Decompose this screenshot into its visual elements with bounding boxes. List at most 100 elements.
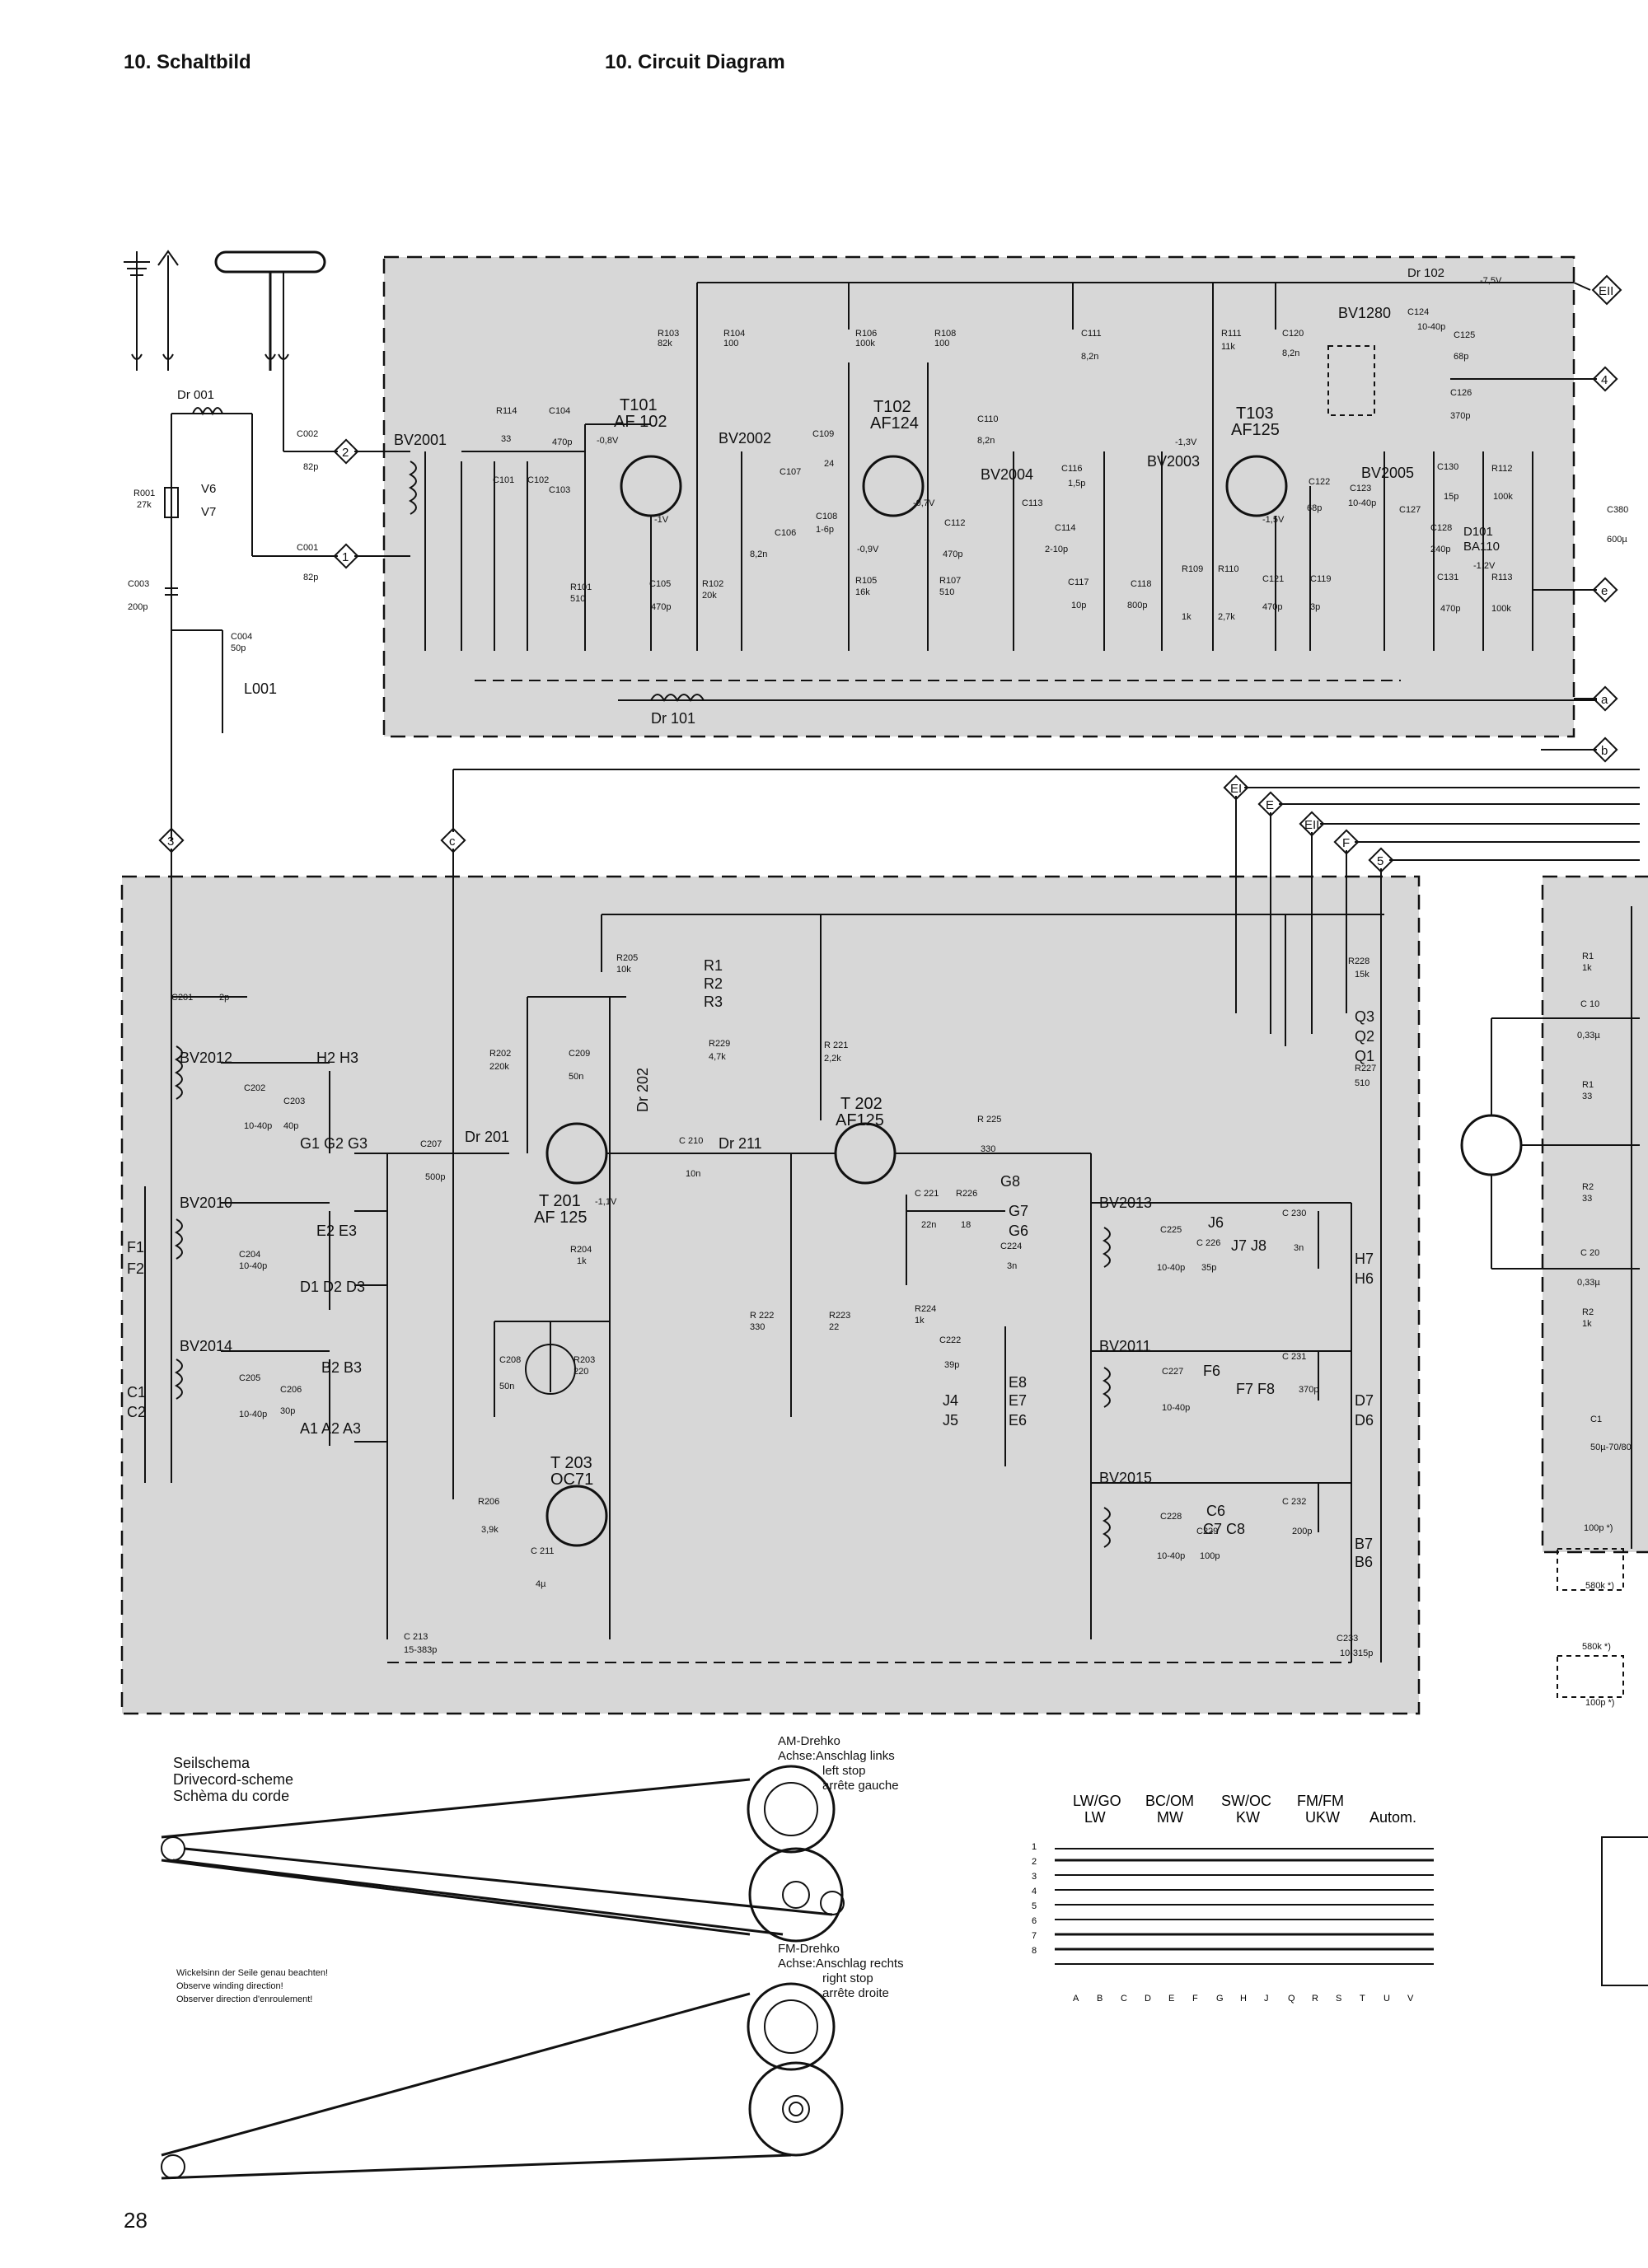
svg-text:C119: C119 — [1310, 574, 1331, 584]
row-label: 1 — [1032, 1842, 1037, 1852]
fm-module-wiring: T101 AF 102 T102 AF124 T103 AF125 BV2001… — [354, 266, 1628, 751]
svg-text:C124: C124 — [1407, 307, 1429, 317]
svg-text:C004: C004 — [231, 632, 252, 642]
svg-text:-1,2V: -1,2V — [1473, 561, 1496, 571]
svg-text:3: 3 — [167, 835, 174, 849]
winding-note-en: Observe winding direction! — [176, 1981, 283, 1991]
svg-text:510: 510 — [570, 594, 585, 604]
svg-text:-1,3V: -1,3V — [1175, 437, 1197, 447]
svg-text:BV2015: BV2015 — [1099, 1470, 1152, 1486]
svg-text:4µ: 4µ — [536, 1579, 546, 1589]
svg-text:82p: 82p — [303, 573, 318, 582]
svg-text:H6: H6 — [1355, 1270, 1374, 1287]
svg-text:470p: 470p — [1440, 604, 1460, 614]
svg-text:G7: G7 — [1009, 1203, 1028, 1219]
switch-col-label: T — [1360, 1994, 1365, 2004]
svg-text:C 213: C 213 — [404, 1632, 428, 1642]
svg-text:C202: C202 — [244, 1083, 265, 1093]
svg-text:68p: 68p — [1454, 352, 1468, 362]
svg-text:200p: 200p — [128, 602, 147, 612]
svg-text:J4: J4 — [943, 1392, 958, 1409]
svg-text:35p: 35p — [1201, 1263, 1216, 1273]
drivecord-title-en: Drivecord-scheme — [173, 1771, 293, 1788]
svg-text:C224: C224 — [1000, 1242, 1022, 1251]
svg-text:C7 C8: C7 C8 — [1203, 1521, 1245, 1537]
svg-text:100p *): 100p *) — [1584, 1523, 1613, 1533]
svg-text:240p: 240p — [1430, 545, 1450, 554]
svg-text:370p: 370p — [1450, 411, 1470, 421]
svg-text:AF125: AF125 — [1231, 421, 1280, 439]
svg-text:G8: G8 — [1000, 1173, 1020, 1190]
band-lw-bottom: LW — [1084, 1809, 1106, 1826]
svg-text:Dr 102: Dr 102 — [1407, 266, 1444, 280]
svg-text:OC71: OC71 — [550, 1471, 593, 1489]
svg-text:Dr 201: Dr 201 — [465, 1129, 509, 1145]
svg-text:C003: C003 — [128, 579, 149, 589]
svg-text:3n: 3n — [1007, 1261, 1017, 1271]
svg-text:R102: R102 — [702, 579, 723, 589]
row-label: 5 — [1032, 1901, 1037, 1911]
svg-text:100p *): 100p *) — [1585, 1698, 1614, 1708]
svg-text:10k: 10k — [616, 965, 631, 975]
switch-table — [1055, 1848, 1434, 1965]
svg-text:AF 102: AF 102 — [614, 413, 667, 431]
svg-text:15-383p: 15-383p — [404, 1645, 437, 1655]
svg-text:100k: 100k — [1491, 604, 1511, 614]
svg-text:3,9k: 3,9k — [481, 1525, 499, 1535]
svg-text:C131: C131 — [1437, 573, 1458, 582]
svg-text:T102: T102 — [873, 398, 911, 416]
svg-text:F2: F2 — [127, 1260, 144, 1277]
svg-text:R226: R226 — [956, 1189, 977, 1199]
svg-text:330: 330 — [981, 1144, 995, 1154]
svg-text:EI: EI — [1230, 782, 1242, 796]
svg-text:C207: C207 — [420, 1139, 442, 1149]
fm-stop-en: right stop — [822, 1971, 873, 1985]
svg-text:27k: 27k — [137, 500, 152, 510]
svg-text:3n: 3n — [1294, 1243, 1304, 1253]
svg-text:800p: 800p — [1127, 601, 1147, 610]
svg-text:R1: R1 — [1582, 1080, 1594, 1090]
svg-text:BA110: BA110 — [1463, 540, 1500, 554]
svg-text:600µ: 600µ — [1607, 535, 1627, 545]
svg-text:e: e — [1601, 584, 1608, 598]
svg-text:R1: R1 — [704, 957, 723, 974]
svg-text:Q1: Q1 — [1355, 1048, 1374, 1064]
fm-stop-fr: arrête droite — [822, 1986, 889, 2000]
svg-text:BV2013: BV2013 — [1099, 1195, 1152, 1211]
svg-text:C225: C225 — [1160, 1225, 1182, 1235]
svg-text:-7,5V: -7,5V — [1480, 276, 1502, 286]
svg-text:Dr 211: Dr 211 — [719, 1135, 762, 1152]
svg-text:AF 125: AF 125 — [534, 1209, 587, 1227]
switch-col-label: U — [1383, 1994, 1390, 2004]
svg-text:E2 E3: E2 E3 — [316, 1223, 357, 1239]
svg-text:5: 5 — [1377, 854, 1383, 868]
switch-col-label: H — [1240, 1994, 1247, 2004]
svg-text:R001: R001 — [133, 489, 155, 498]
svg-text:T 201: T 201 — [539, 1192, 581, 1210]
svg-text:C 221: C 221 — [915, 1189, 939, 1199]
svg-text:10n: 10n — [686, 1169, 700, 1179]
am-stop-fr: arrête gauche — [822, 1779, 899, 1793]
svg-text:D1 D2 D3: D1 D2 D3 — [300, 1279, 365, 1295]
switch-col-label: F — [1192, 1994, 1198, 2004]
svg-text:-0,8V: -0,8V — [597, 436, 619, 446]
connector-markers: 2 1 3 c EII 4 e a b EI E EII F 5 — [158, 274, 1622, 873]
switch-col-label: A — [1073, 1994, 1079, 2004]
band-ukw-bottom: UKW — [1305, 1809, 1340, 1826]
switch-contacts: H2 H3 G1 G2 G3 E2 E3 D1 D2 D3 B2 B3 A1 A… — [127, 957, 1374, 1570]
svg-text:R223: R223 — [829, 1311, 850, 1321]
svg-text:C228: C228 — [1160, 1512, 1182, 1522]
svg-text:22: 22 — [829, 1322, 839, 1332]
svg-text:15k: 15k — [1355, 970, 1369, 980]
svg-text:1k: 1k — [1182, 612, 1192, 622]
svg-text:C127: C127 — [1399, 505, 1421, 515]
svg-text:C209: C209 — [569, 1049, 590, 1059]
switch-col-label: S — [1336, 1994, 1342, 2004]
row-label: 8 — [1032, 1946, 1037, 1956]
svg-text:C103: C103 — [549, 485, 570, 495]
svg-text:R3: R3 — [704, 994, 723, 1010]
svg-text:C102: C102 — [527, 475, 549, 485]
svg-text:C101: C101 — [493, 475, 514, 485]
svg-text:J5: J5 — [943, 1412, 958, 1429]
svg-text:G6: G6 — [1009, 1223, 1028, 1239]
